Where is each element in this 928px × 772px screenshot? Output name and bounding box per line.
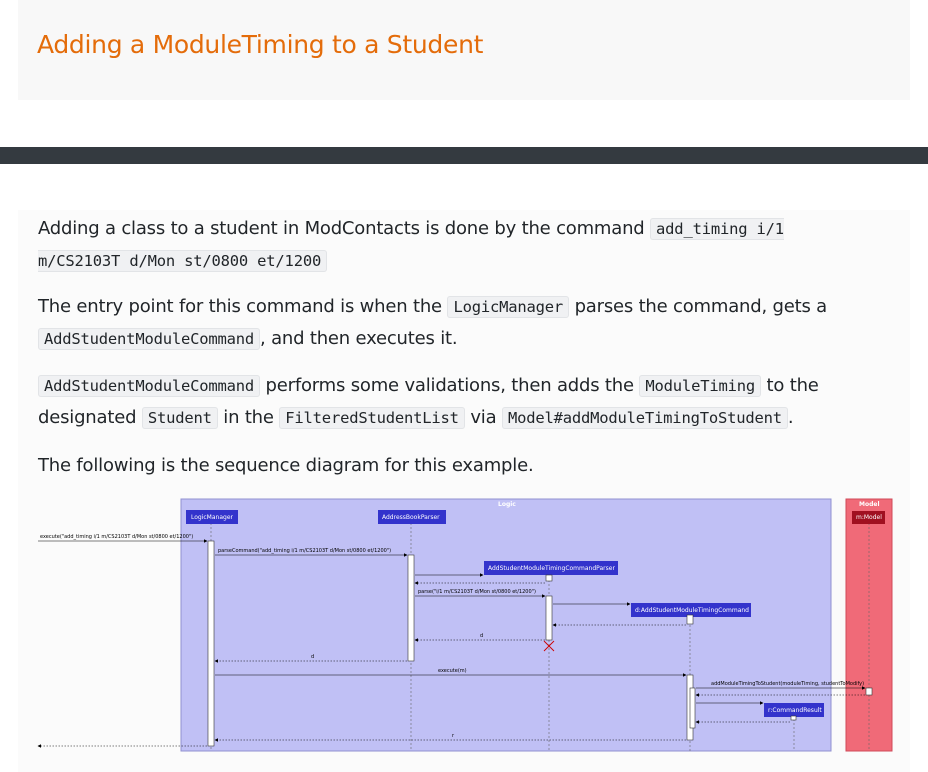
- model-frame-label: Model: [859, 501, 880, 508]
- divider-bar: [0, 147, 928, 164]
- message-label: d: [480, 633, 483, 639]
- participant-label: AddressBookParser: [382, 514, 440, 521]
- text-span: , and then executes it.: [260, 328, 458, 349]
- participant-parser: [484, 561, 618, 575]
- inline-code: LogicManager: [447, 296, 570, 318]
- message-label: d: [311, 654, 314, 660]
- text-span: parses the command, gets a: [569, 296, 828, 317]
- paragraph-intro: Adding a class to a student in ModContac…: [38, 213, 868, 277]
- participant-address-book-parser: [378, 510, 446, 524]
- participant-command: [631, 603, 751, 617]
- paragraph-diagram-intro: The following is the sequence diagram fo…: [38, 455, 534, 476]
- participant-model: [852, 511, 885, 524]
- inline-code: AddStudentModuleCommand: [38, 328, 261, 350]
- message-label: parseCommand("add_timing i/1 m/CS2103T d…: [218, 548, 391, 554]
- text-span: to the designated: [38, 375, 819, 428]
- participant-label: m:Model: [856, 514, 882, 521]
- paragraph-entry-point: The entry point for this command is when…: [38, 291, 868, 355]
- inline-code: Model#addModuleTimingToStudent: [501, 407, 788, 429]
- text-span: The entry point for this command is when…: [38, 296, 448, 317]
- participant-logic-manager: [186, 510, 238, 524]
- inline-code: ModuleTiming: [639, 375, 761, 397]
- message-label: execute(m): [438, 668, 467, 674]
- participant-label: AddStudentModuleTimingCommandParser: [488, 565, 615, 572]
- heading-box: Adding a ModuleTiming to a Student: [18, 0, 910, 100]
- message-label: r: [452, 733, 455, 739]
- paragraph-validation: AddStudentModuleCommand performs some va…: [38, 370, 868, 434]
- section-heading: Adding a ModuleTiming to a Student: [37, 30, 484, 59]
- participant-label: d:AddStudentModuleTimingCommand: [635, 607, 749, 614]
- participant-label: r:CommandResult: [768, 707, 822, 714]
- text-span: in the: [217, 407, 280, 428]
- text-span: Adding a class to a student in ModContac…: [38, 218, 651, 239]
- participant-command-result: [764, 703, 824, 717]
- message-label: parse("i/1 m/CS2103T d/Mon st/0800 et/12…: [418, 589, 536, 595]
- logic-frame: [180, 498, 832, 752]
- text-span: performs some validations, then adds the: [260, 375, 640, 396]
- logic-frame-label: Logic: [498, 501, 516, 508]
- message-label: execute("add_timing i/1 m/CS2103T d/Mon …: [40, 534, 193, 540]
- text-span: .: [787, 407, 794, 428]
- inline-code: AddStudentModuleCommand: [38, 375, 261, 397]
- inline-code: Student: [141, 407, 218, 429]
- message-label: addModuleTimingToStudent(moduleTiming, s…: [711, 681, 864, 687]
- destroy-marker: [543, 640, 555, 652]
- sequence-diagram: Logic Model LogicManager AddressBookPars…: [18, 495, 910, 760]
- text-span: via: [464, 407, 502, 428]
- participant-label: LogicManager: [191, 514, 234, 521]
- inline-code: FilteredStudentList: [279, 407, 465, 429]
- sequence-diagram-svg: Logic Model LogicManager AddressBookPars…: [37, 498, 893, 752]
